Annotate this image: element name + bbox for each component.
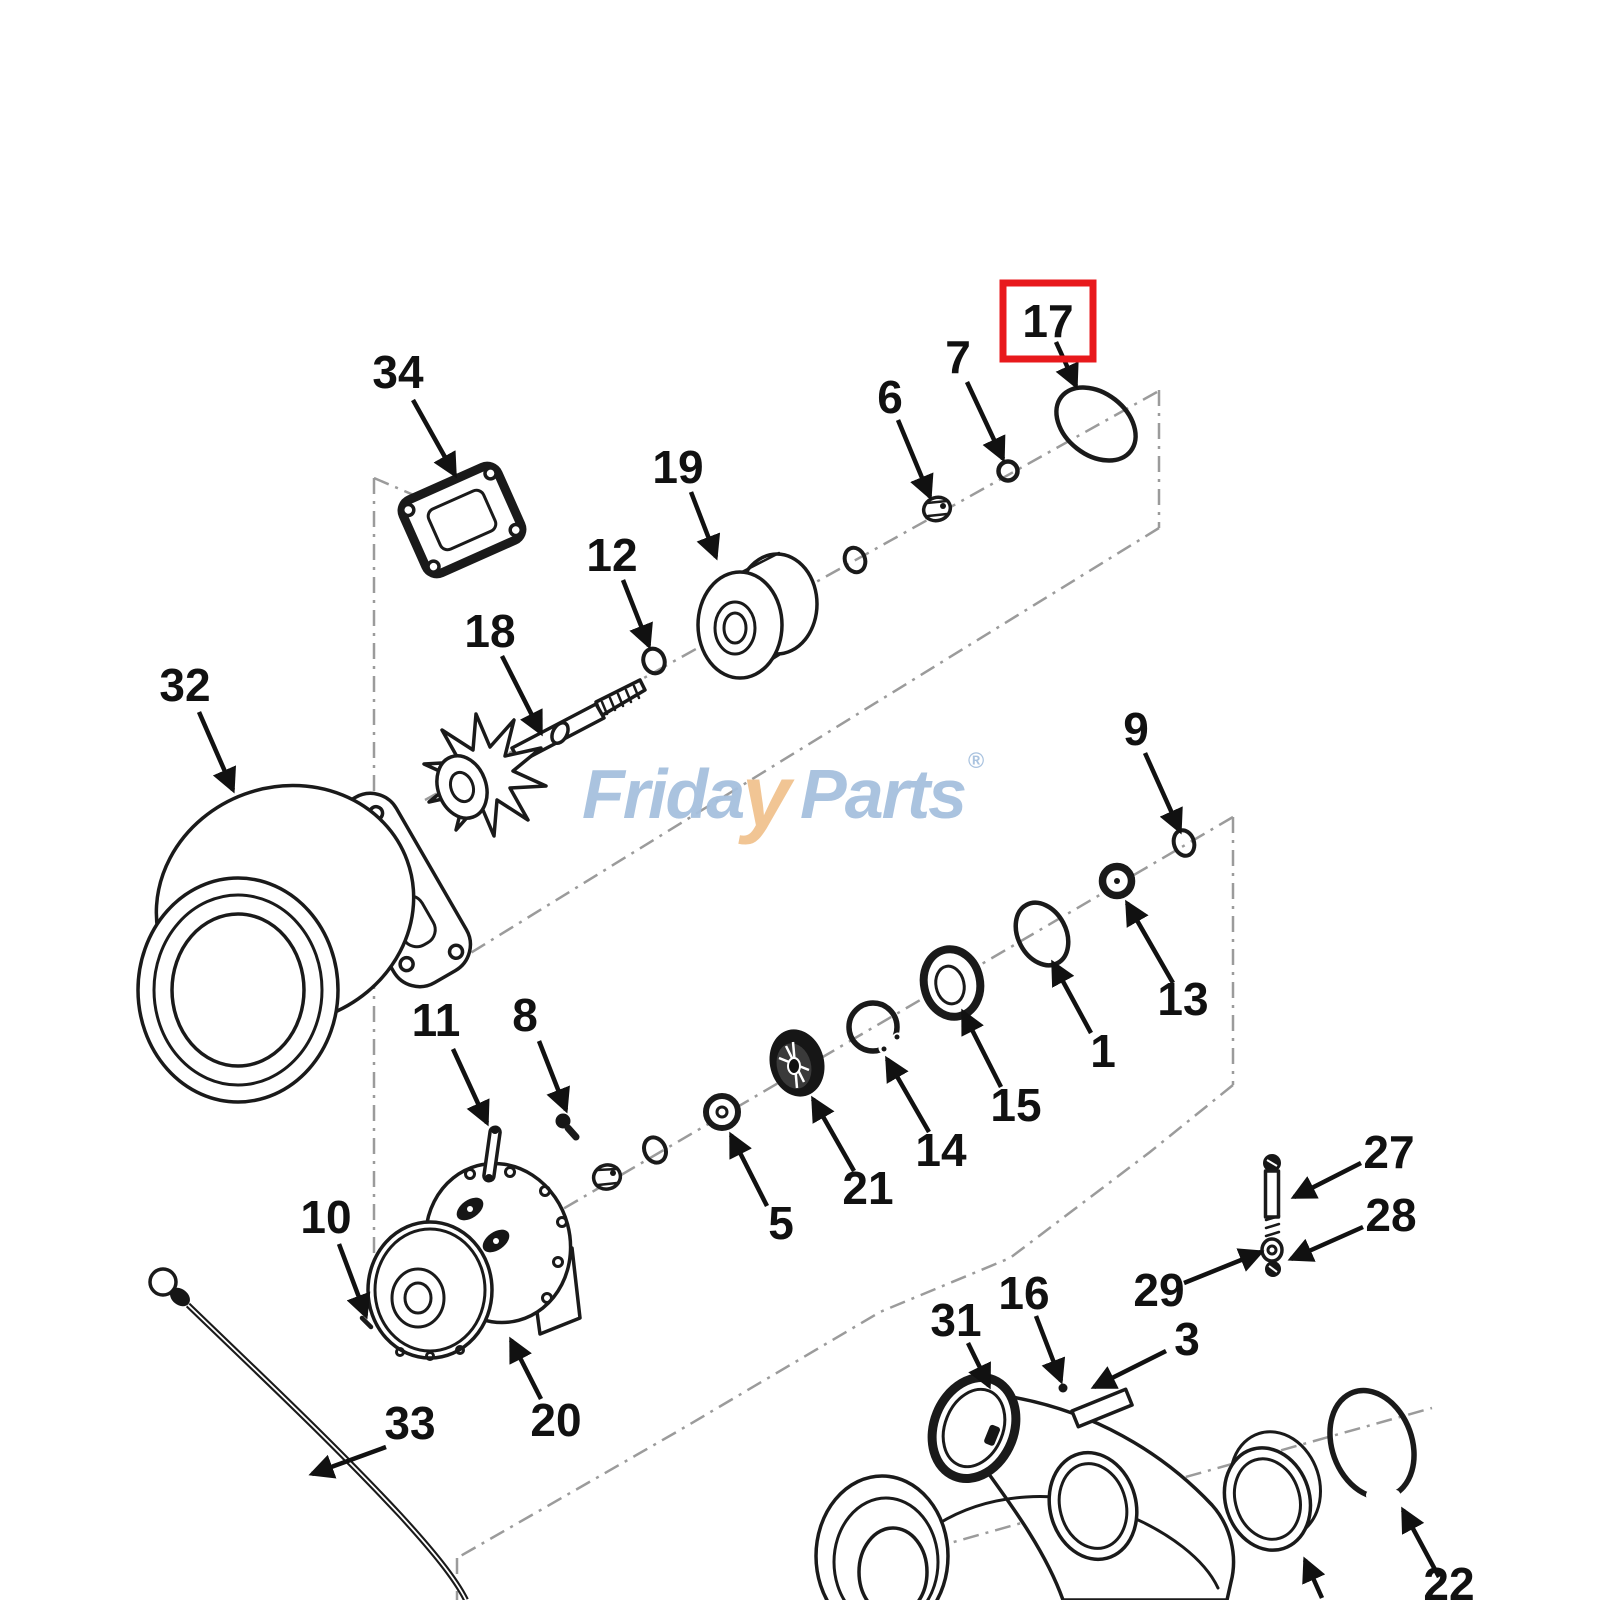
- callout-10: 10: [300, 1191, 351, 1243]
- turbine-wheel-part: [422, 678, 647, 838]
- callout-12: 12: [586, 529, 637, 581]
- callout-19: 19: [652, 441, 703, 493]
- callout-7: 7: [945, 331, 971, 383]
- watermark-registered-mark: ®: [968, 748, 984, 773]
- callout-20: 20: [530, 1394, 581, 1446]
- shaft-nut-part: [921, 495, 953, 523]
- o-ring-1-part: [1013, 900, 1071, 968]
- callout-11: 11: [412, 994, 461, 1046]
- callout-14: 14: [915, 1124, 967, 1176]
- callout-17: 17: [1022, 295, 1073, 347]
- o-ring-9-part: [1171, 828, 1197, 858]
- washer-5-part: [703, 1093, 741, 1131]
- bolt-27-part: [1263, 1154, 1281, 1238]
- watermark-text-left: Frida: [582, 755, 743, 833]
- callout-3: 3: [1174, 1313, 1200, 1365]
- callout-labels: 34 17 7 6 19 12 18 32 9 13 1 15 14 21 5 …: [159, 295, 1474, 1600]
- fridayparts-watermark: Frida y Parts ®: [582, 746, 984, 845]
- oil-seal-15-part: [919, 945, 985, 1021]
- callout-28: 28: [1365, 1189, 1416, 1241]
- insert-collar-part: [1222, 1430, 1322, 1552]
- watermark-text-right: Parts: [800, 755, 965, 833]
- callout-21: 21: [842, 1162, 893, 1214]
- retaining-pin-part: [482, 1125, 502, 1183]
- callout-5: 5: [768, 1197, 794, 1249]
- small-o-ring-upper: [842, 545, 868, 575]
- callout-33: 33: [384, 1397, 435, 1449]
- callout-6: 6: [877, 371, 903, 423]
- seal-ring-7-part: [996, 459, 1020, 483]
- washer-13-part: [1098, 862, 1136, 900]
- dipstick-cable-part: [148, 1267, 469, 1600]
- key-3-part: [1070, 1387, 1134, 1429]
- snap-ring-22-part: [1327, 1387, 1417, 1501]
- callout-32: 32: [159, 659, 210, 711]
- callout-8: 8: [512, 989, 538, 1041]
- callout-29: 29: [1133, 1264, 1184, 1316]
- highlight-box-17: [999, 279, 1097, 363]
- screw-part: [555, 1113, 580, 1141]
- callout-18: 18: [464, 605, 515, 657]
- snap-ring-14-part: [846, 1000, 904, 1054]
- thrust-bearing-21-part: [769, 1029, 825, 1097]
- callout-34: 34: [372, 346, 424, 398]
- callout-31: 31: [930, 1294, 981, 1346]
- compressor-housing-part: [814, 1373, 1236, 1600]
- collar-arrow: [1302, 1556, 1326, 1599]
- callout-16: 16: [998, 1267, 1049, 1319]
- pin-10-part: [359, 1315, 374, 1330]
- ball-28-part: [1265, 1261, 1281, 1277]
- gasket-part: [397, 461, 527, 579]
- callout-27: 27: [1363, 1126, 1414, 1178]
- callout-22: 22: [1423, 1558, 1474, 1600]
- callout-15: 15: [990, 1079, 1041, 1131]
- pin-16-part: [1058, 1383, 1068, 1393]
- watermark-accent-y: y: [738, 746, 795, 845]
- callout-9: 9: [1123, 703, 1149, 755]
- callout-arrows: [196, 341, 1441, 1579]
- washer-29-part: [1260, 1237, 1284, 1263]
- o-ring-lower-a: [642, 1135, 668, 1165]
- turbine-housing-part: [136, 783, 473, 1104]
- bearing-housing-part: [366, 1161, 582, 1361]
- callout-1: 1: [1090, 1025, 1116, 1077]
- lock-nut-part: [591, 1163, 623, 1191]
- o-ring-12-part: [641, 646, 667, 676]
- thrust-collar-part: [696, 551, 819, 680]
- callout-13: 13: [1157, 973, 1208, 1025]
- large-o-ring-17-part: [1054, 385, 1138, 463]
